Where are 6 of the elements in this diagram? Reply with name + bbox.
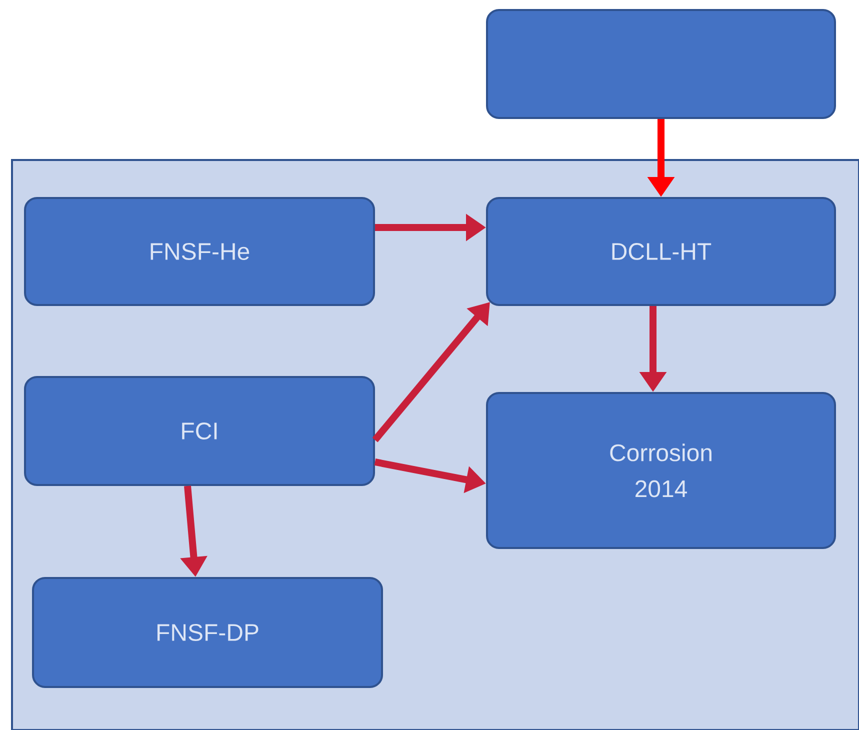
process-box [486, 8, 836, 119]
process-box: DCLL-HT [486, 196, 836, 306]
process-box: FCI [24, 376, 375, 486]
process-box: FNSF-DP [32, 576, 383, 688]
process-box: FNSF-He [24, 196, 375, 306]
process-box: Corrosion 2014 [486, 392, 836, 549]
